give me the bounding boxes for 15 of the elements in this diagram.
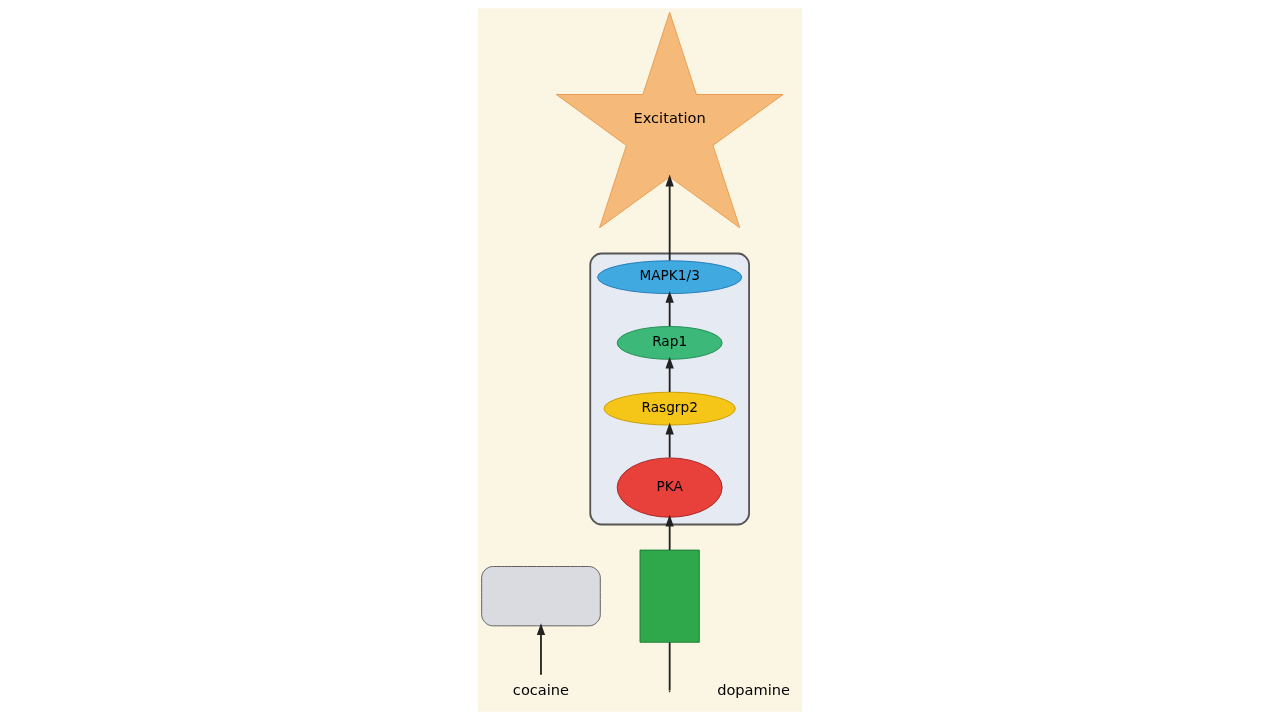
arrow bbox=[665, 514, 674, 551]
node-ellipse: Rap1 bbox=[616, 326, 723, 360]
node-text: cocaine bbox=[512, 681, 570, 699]
label: dopamine bbox=[717, 681, 791, 699]
arrow bbox=[665, 290, 674, 328]
node-ellipse: Rasgrp2 bbox=[603, 391, 736, 426]
arrow bbox=[665, 422, 674, 459]
node-box bbox=[481, 566, 601, 627]
connector bbox=[668, 641, 671, 692]
node-box bbox=[639, 549, 700, 643]
arrow bbox=[536, 623, 546, 676]
arrow bbox=[665, 356, 674, 393]
arrow bbox=[665, 174, 674, 262]
node-ellipse: MAPK1/3 bbox=[597, 260, 743, 295]
node-ellipse: PKA bbox=[616, 457, 723, 518]
